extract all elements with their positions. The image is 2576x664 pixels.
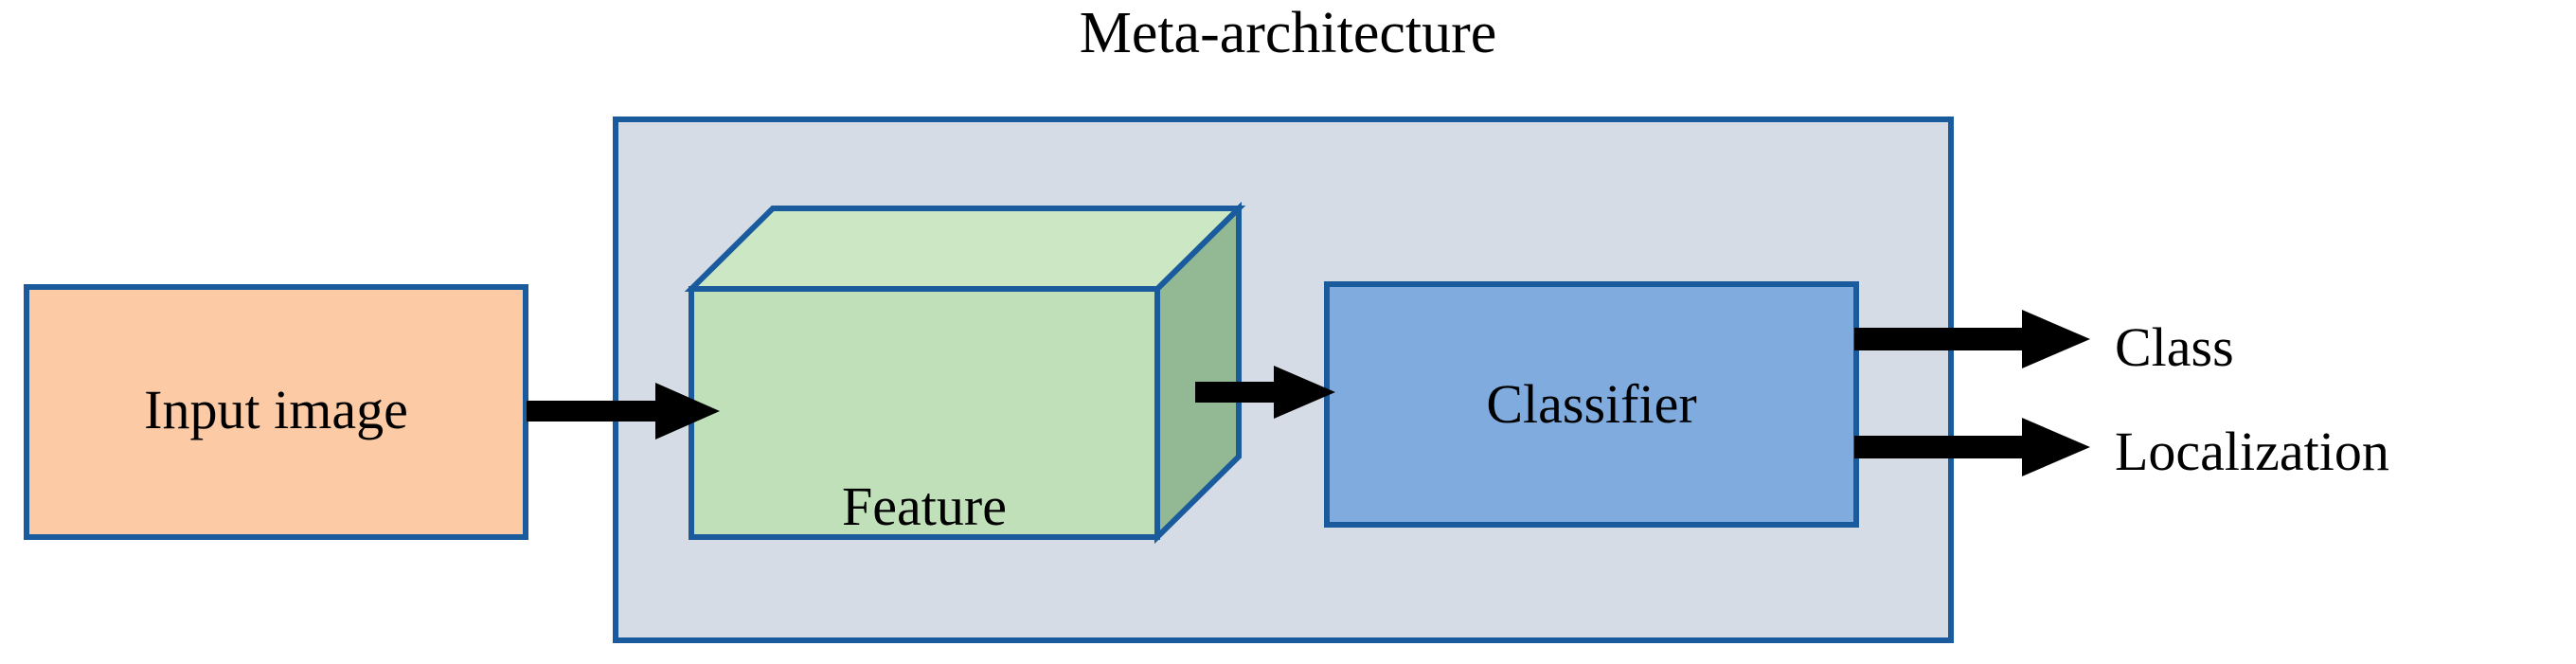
- arrow-classifier-to-localization-icon: [1854, 418, 2090, 476]
- arrow-input-to-extractor-icon: [527, 383, 720, 440]
- feature-extractor-node-label: Feature extractor: [691, 320, 1157, 664]
- feature-extractor-top-face: [684, 206, 1246, 292]
- arrow-extractor-to-classifier-icon: [1195, 366, 1335, 419]
- output-label-class: Class: [2115, 316, 2234, 378]
- arrow-classifier-to-class-icon: [1854, 310, 2090, 368]
- feature-extractor-label-line1: Feature: [842, 475, 1007, 537]
- classifier-box: [1324, 281, 1859, 528]
- classifier-node-label: Classifier: [1486, 373, 1697, 435]
- feature-extractor-front-face: [689, 286, 1160, 540]
- diagram-title: Meta-architecture: [1079, 1, 1497, 65]
- output-label-localization: Localization: [2115, 421, 2389, 482]
- input-image-box: [24, 284, 528, 540]
- input-image-node-label: Input image: [144, 379, 408, 440]
